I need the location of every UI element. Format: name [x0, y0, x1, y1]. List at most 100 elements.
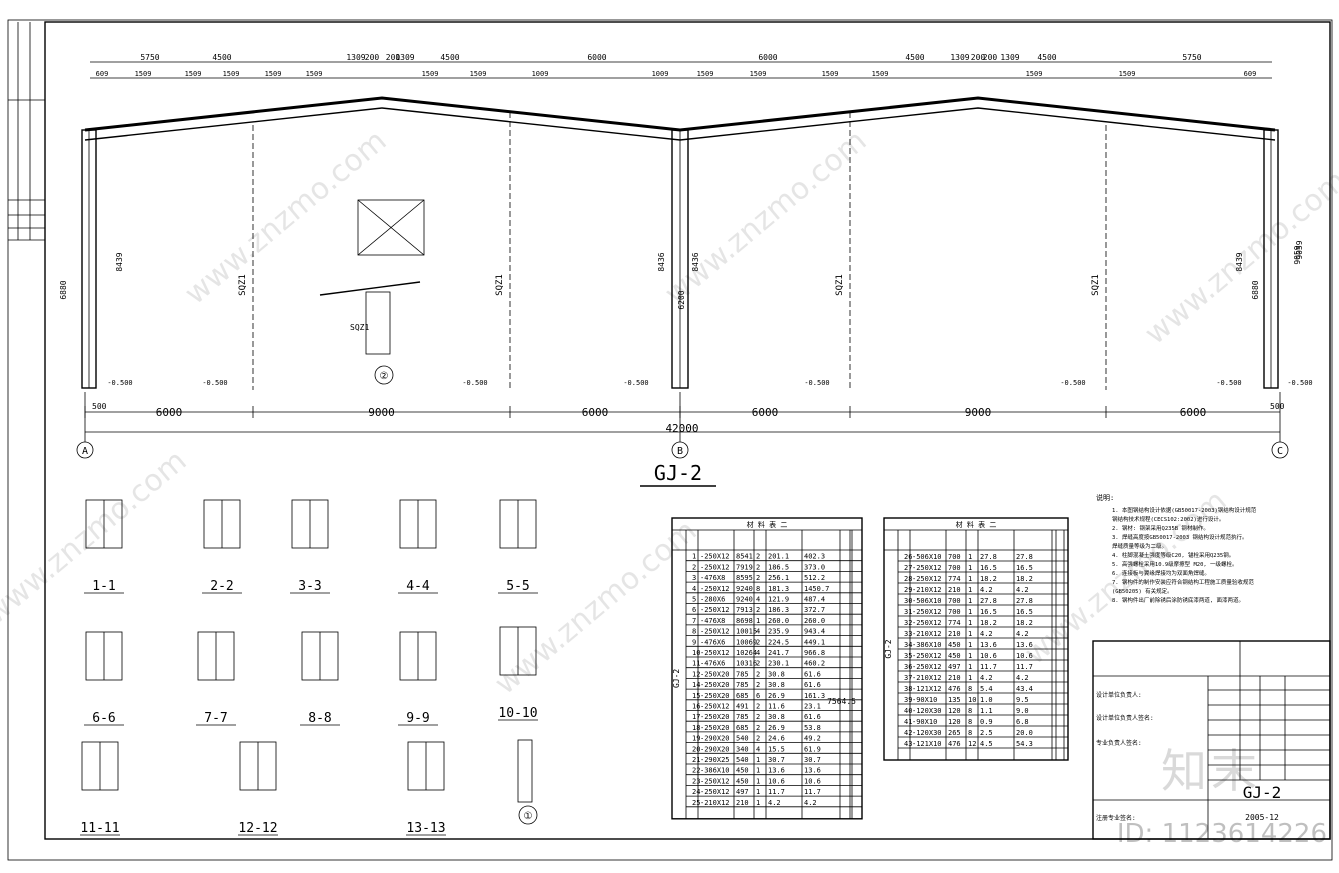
- level-mark: -0.500: [107, 379, 132, 387]
- table-cell: 4.2: [980, 674, 993, 682]
- table-cell: -250X12: [700, 703, 730, 711]
- table-cell: 13.6: [1016, 641, 1033, 649]
- table-cell: 16.5: [980, 608, 997, 616]
- rafter-top: [84, 96, 1276, 132]
- table-cell: -250X12: [700, 777, 730, 785]
- table-cell: -250X12: [912, 564, 942, 572]
- section-label: 12-12: [238, 821, 277, 836]
- table-cell: 497: [948, 663, 961, 671]
- table-cell: -280X6: [700, 596, 725, 604]
- inner-border: [44, 21, 1331, 840]
- table-cell: 8: [968, 729, 972, 737]
- table-cell: 1: [968, 619, 972, 627]
- table-cell: 21: [692, 756, 700, 764]
- table-cell: 540: [736, 756, 749, 764]
- table-cell: 487.4: [804, 596, 825, 604]
- table-cell: -120X30: [912, 707, 942, 715]
- top-dimension: 200: [971, 53, 986, 62]
- table-cell: 6.8: [1016, 718, 1029, 726]
- table-cell: 30.8: [768, 681, 785, 689]
- table-cell: -121X10: [912, 740, 942, 748]
- table-cell: 34: [904, 641, 912, 649]
- table-cell: 18.2: [1016, 575, 1033, 583]
- table-cell: 2: [756, 670, 760, 678]
- table-cell: -250X12: [700, 628, 730, 636]
- note-item: 2. 钢材: 钢架采用Q235B 钢材制作。: [1112, 524, 1209, 532]
- table-cell: 340: [736, 745, 749, 753]
- section-label: 9-9: [406, 711, 429, 726]
- table-cell: -250X12: [912, 608, 942, 616]
- table-cell: 16: [692, 703, 700, 711]
- table-total: 7564.5: [827, 697, 856, 706]
- table-cell: 2: [692, 563, 696, 571]
- table-cell: 9.5: [1016, 696, 1029, 704]
- table-cell: 18.2: [980, 575, 997, 583]
- table-cell: 10316: [736, 660, 757, 668]
- table-cell: -250X20: [700, 713, 730, 721]
- level-mark: -0.500: [1060, 379, 1085, 387]
- table-cell: -506X10: [912, 597, 942, 605]
- bay-dimension: 9000: [965, 406, 992, 419]
- table-cell: 2: [756, 735, 760, 743]
- design-notes: 说明:1. 本图钢结构设计依据(GB50017-2003)钢结构设计规范 钢结构…: [1096, 493, 1257, 604]
- table-cell: -90X10: [912, 718, 937, 726]
- table-cell: 4.2: [768, 799, 781, 807]
- rafter-dimension: 1509: [223, 70, 240, 78]
- table-cell: 450: [736, 777, 749, 785]
- table-cell: 13.6: [804, 767, 821, 775]
- top-dimension: 5750: [1182, 53, 1201, 62]
- table-cell: 7919: [736, 563, 753, 571]
- section-label: 1-1: [92, 579, 115, 594]
- table-cell: 512.2: [804, 574, 825, 582]
- table-cell: 39: [904, 696, 912, 704]
- table-cell: 61.9: [804, 745, 821, 753]
- rafter-dimension: 1509: [1026, 70, 1043, 78]
- table-cell: 774: [948, 575, 961, 583]
- table-cell: 10.6: [804, 777, 821, 785]
- table-cell: 8595: [736, 574, 753, 582]
- table-cell: 1: [968, 652, 972, 660]
- section-label: 6-6: [92, 711, 115, 726]
- table-cell: 41: [904, 718, 912, 726]
- table-cell: 27.8: [1016, 597, 1033, 605]
- note-item: 8. 钢构件出厂前除锈后涂防锈底漆两道, 面漆两道。: [1112, 596, 1244, 604]
- top-dimension: 1309: [950, 53, 969, 62]
- table-cell: 2.5: [980, 729, 993, 737]
- table-cell: 43.4: [1016, 685, 1033, 693]
- bottom-dimension-lines: [85, 411, 1280, 433]
- table-cell: 10: [692, 649, 700, 657]
- rafter-dimension: 1009: [532, 70, 549, 78]
- note-item: 5. 高强螺栓采用10.9级摩擦型 M20, 一级螺栓。: [1112, 560, 1238, 568]
- table-cell: 18.2: [1016, 619, 1033, 627]
- table-cell: 1: [968, 575, 972, 583]
- level-mark: -0.500: [202, 379, 227, 387]
- title-block-row: 专业负责人签名:: [1096, 739, 1142, 747]
- table-cell: 181.3: [768, 585, 789, 593]
- table-cell: 449.1: [804, 638, 825, 646]
- column-height: 8439: [1235, 252, 1244, 271]
- rafter-dimension: 1509: [750, 70, 767, 78]
- section-label: 11-11: [80, 821, 119, 836]
- table-cell: 10.6: [1016, 652, 1033, 660]
- table-cell: 785: [736, 713, 749, 721]
- detail-1: ①: [517, 739, 538, 825]
- table-cell: 13.6: [980, 641, 997, 649]
- rafter-dimension: 609: [1244, 70, 1257, 78]
- table-cell: -120X30: [912, 729, 942, 737]
- bay-dimension: 6000: [752, 406, 779, 419]
- table-cell: 1: [756, 767, 760, 775]
- table-cell: 20: [692, 745, 700, 753]
- table-cell: 785: [736, 670, 749, 678]
- table-cell: 450: [948, 641, 961, 649]
- table-cell: 27.8: [1016, 553, 1033, 561]
- table-cell: 24.6: [768, 735, 785, 743]
- top-dimension: 1309: [346, 53, 365, 62]
- table-cell: 30.8: [768, 670, 785, 678]
- table-cell: 2: [756, 681, 760, 689]
- table-cell: -476X6: [700, 660, 725, 668]
- table-cell: 235.9: [768, 628, 789, 636]
- table-cell: 700: [948, 608, 961, 616]
